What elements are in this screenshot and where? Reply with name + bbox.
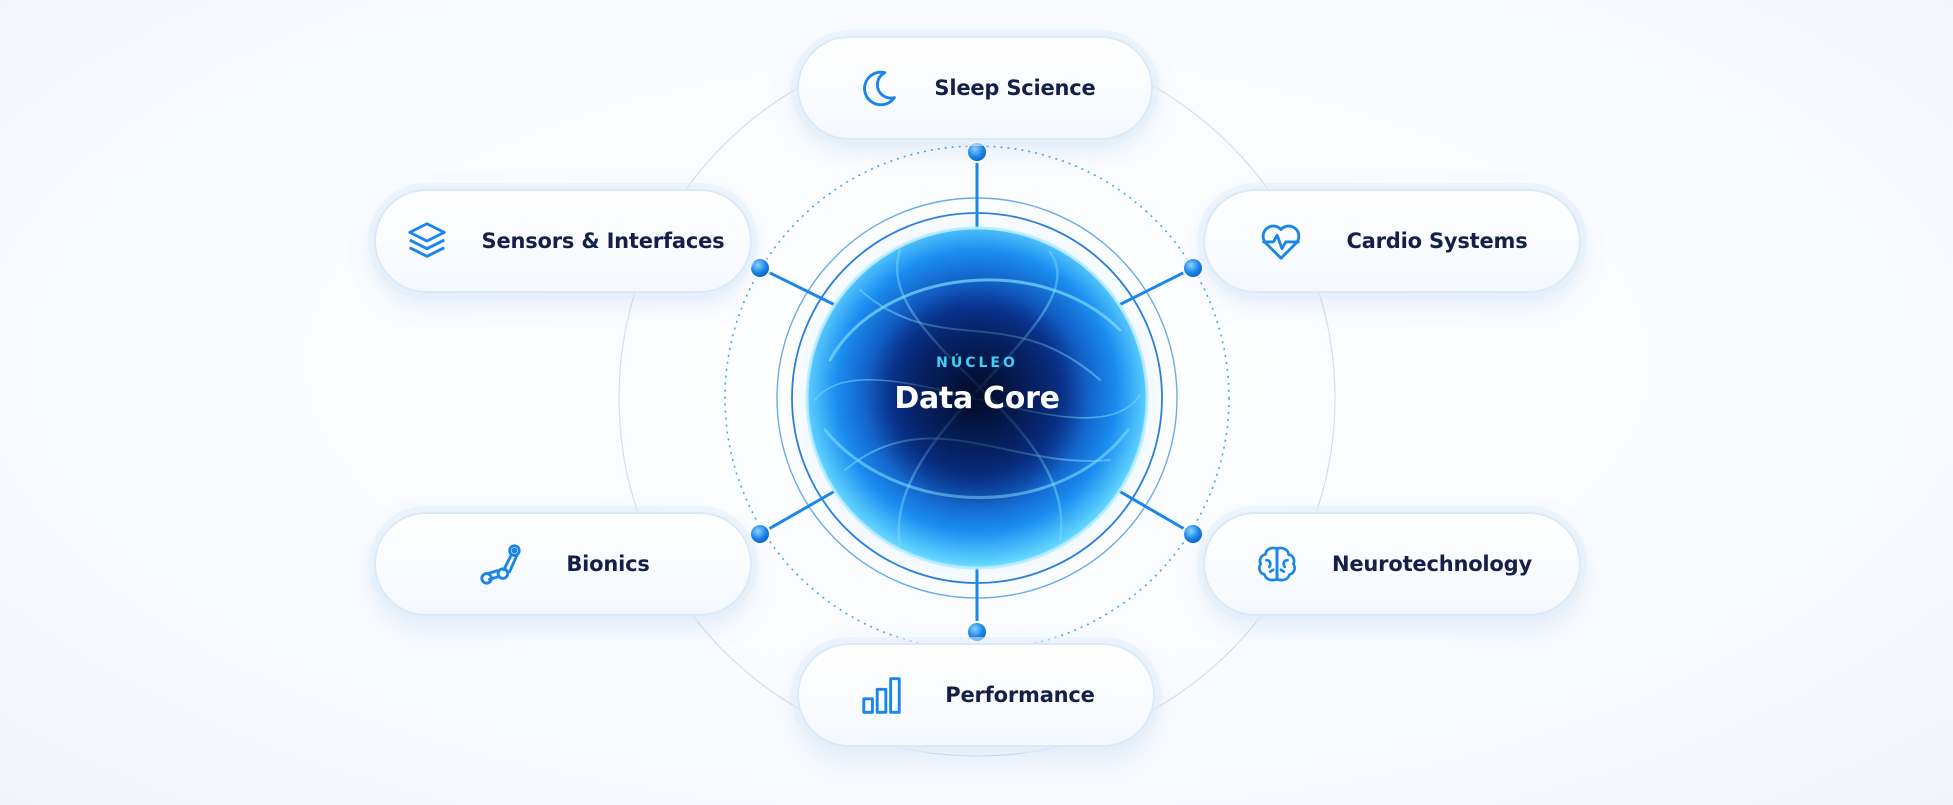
dotted-orbit-ring xyxy=(724,145,1230,651)
spoke-group xyxy=(758,150,1195,634)
dot-sensors xyxy=(749,257,771,279)
spoke-bionics xyxy=(758,489,837,536)
node-neurotechnology[interactable]: Neurotechnology xyxy=(1203,512,1581,616)
dot-neuro xyxy=(1182,523,1204,545)
node-label: Sleep Science xyxy=(934,76,1096,100)
dot-performance xyxy=(966,621,988,643)
heart-pulse-icon xyxy=(1256,216,1306,266)
core-inner-shade xyxy=(867,288,1087,508)
node-sensors-interfaces[interactable]: Sensors & Interfaces xyxy=(374,189,752,293)
core-kicker: NÚCLEO xyxy=(936,355,1018,371)
moon-icon xyxy=(854,63,904,113)
spoke-sensors xyxy=(758,266,837,307)
node-bionics[interactable]: Bionics xyxy=(374,512,752,616)
node-sleep-science[interactable]: Sleep Science xyxy=(797,36,1153,140)
core-label: NÚCLEO Data Core xyxy=(877,355,1077,416)
dot-cardio xyxy=(1182,257,1204,279)
robotic-arm-icon xyxy=(476,539,526,589)
node-label: Performance xyxy=(945,683,1095,707)
brain-icon xyxy=(1252,539,1302,589)
core-rim xyxy=(805,226,1149,570)
dot-sleep-science xyxy=(966,141,988,163)
dot-bionics xyxy=(749,523,771,545)
core-title: Data Core xyxy=(894,381,1060,416)
node-label: Neurotechnology xyxy=(1332,552,1532,576)
node-cardio-systems[interactable]: Cardio Systems xyxy=(1203,189,1581,293)
spoke-cardio xyxy=(1117,266,1195,307)
layers-icon xyxy=(402,216,452,266)
connector-dots xyxy=(749,141,1204,643)
node-label: Sensors & Interfaces xyxy=(481,229,725,253)
spoke-neuro xyxy=(1117,489,1195,536)
node-label: Bionics xyxy=(566,552,650,576)
bar-chart-icon xyxy=(857,670,907,720)
node-label: Cardio Systems xyxy=(1346,229,1528,253)
node-performance[interactable]: Performance xyxy=(797,643,1155,747)
